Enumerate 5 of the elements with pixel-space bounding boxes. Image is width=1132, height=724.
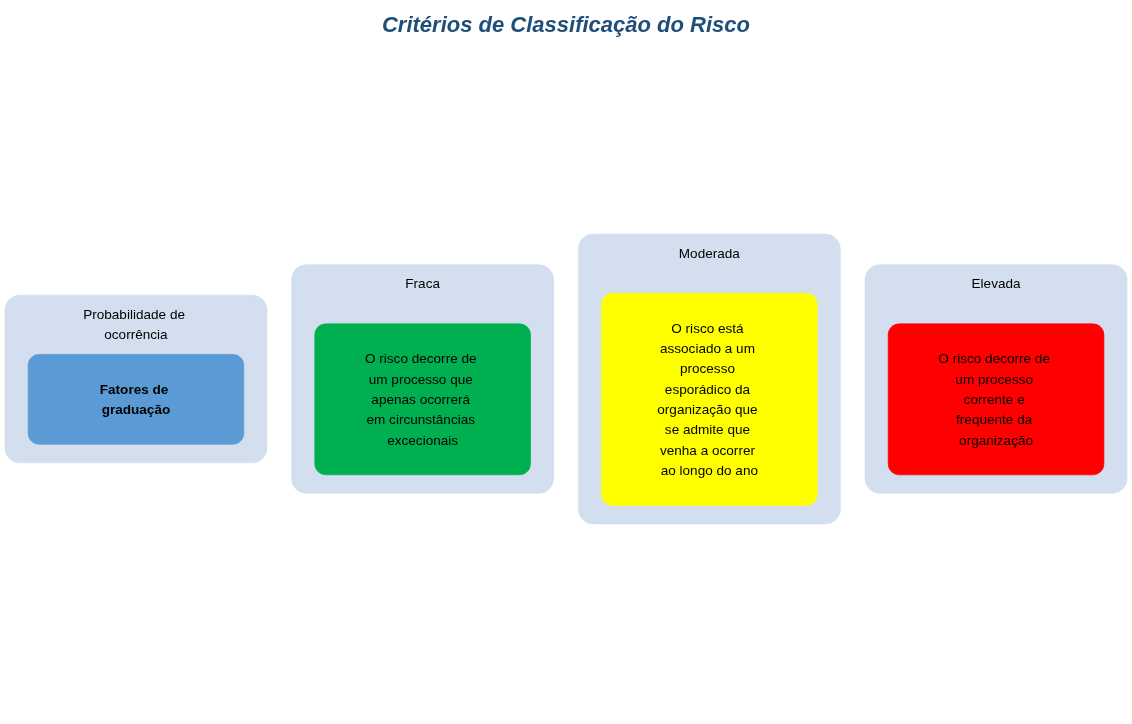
- node-box: Fatores de graduação: [27, 354, 245, 445]
- node-box: O risco decorre de um processo que apenas ocorrerá em circunstâncias excecionais: [314, 323, 531, 476]
- diagram-title: Critérios de Classificação do Risco: [381, 12, 751, 38]
- node-box: O risco está associado a um processo esporádico da organização que se admite que venha a ocorrer ao longo do ano: [601, 293, 818, 506]
- node-box: O risco decorre de um processo corrente e frequente da organização: [887, 323, 1105, 476]
